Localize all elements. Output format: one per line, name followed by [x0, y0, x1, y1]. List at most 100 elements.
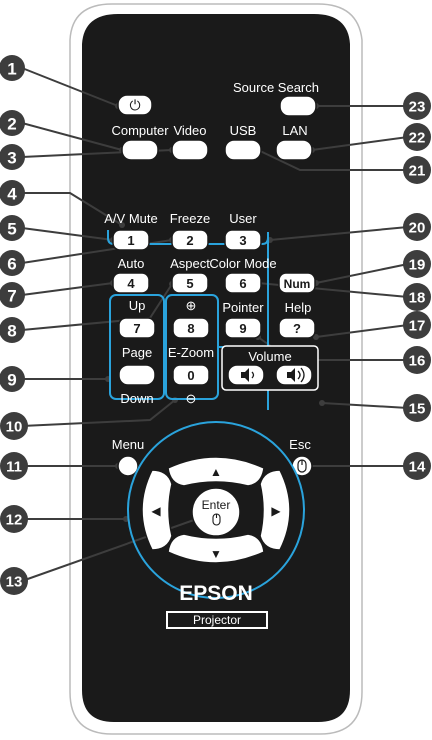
- callout-23: 23: [403, 92, 431, 120]
- volume-down-button[interactable]: [228, 365, 264, 385]
- callout-7-number: 7: [7, 287, 16, 306]
- arrow-left-button[interactable]: ◀: [142, 470, 172, 550]
- freeze-label: Freeze: [170, 211, 210, 226]
- callout-15-number: 15: [409, 401, 426, 418]
- callout-4: 4: [0, 180, 25, 206]
- key-2-label: 2: [186, 233, 193, 248]
- callout-17-number: 17: [409, 318, 426, 335]
- callout-1: 1: [0, 55, 25, 81]
- callout-2-number: 2: [7, 115, 16, 134]
- callout-7: 7: [0, 282, 25, 308]
- esc-label: Esc: [289, 437, 311, 452]
- callout-1-number: 1: [7, 60, 16, 79]
- callout-12-number: 12: [6, 512, 23, 529]
- arrow-right-button[interactable]: ▶: [260, 470, 290, 550]
- enter-label: Enter: [202, 498, 231, 512]
- lan-button[interactable]: [276, 140, 312, 160]
- callout-4-number: 4: [7, 185, 17, 204]
- callout-8-number: 8: [7, 322, 16, 341]
- key-6-button[interactable]: 6: [225, 273, 261, 293]
- arrow-left-icon: ◀: [151, 504, 161, 518]
- zoom-out-icon: ⊖: [186, 391, 197, 406]
- callout-12: 12: [0, 505, 28, 533]
- key-7-label: 7: [133, 321, 140, 336]
- callout-19-number: 19: [409, 257, 426, 274]
- pointer-label: Pointer: [222, 300, 264, 315]
- key-9-label: 9: [239, 321, 246, 336]
- callout-5: 5: [0, 215, 25, 241]
- callout-14: 14: [403, 452, 431, 480]
- callout-21-number: 21: [409, 163, 426, 180]
- key-7-button[interactable]: 7: [119, 318, 155, 338]
- callout-9: 9: [0, 366, 25, 392]
- source-search-label: Source Search: [233, 80, 319, 95]
- video-label: Video: [173, 123, 206, 138]
- arrow-down-icon: ▼: [210, 547, 222, 561]
- key-3-label: 3: [239, 233, 246, 248]
- menu-button[interactable]: [118, 456, 138, 476]
- power-icon: ⏻: [129, 97, 140, 113]
- help-key-label: ?: [293, 321, 301, 336]
- help-button[interactable]: ?: [279, 318, 315, 338]
- callout-11-number: 11: [6, 459, 22, 476]
- callout-18: 18: [403, 283, 431, 311]
- source-search-button[interactable]: [280, 96, 316, 116]
- callout-14-number: 14: [409, 459, 426, 476]
- callout-23-number: 23: [409, 99, 426, 116]
- key-9-button[interactable]: 9: [225, 318, 261, 338]
- key-1-label: 1: [127, 233, 134, 248]
- callout-5-number: 5: [7, 220, 16, 239]
- callout-15: 15: [403, 394, 431, 422]
- callout-3-number: 3: [7, 149, 16, 168]
- key-4-button[interactable]: 4: [113, 273, 149, 293]
- key-5-button[interactable]: 5: [172, 273, 208, 293]
- video-button[interactable]: [172, 140, 208, 160]
- callout-21: 21: [403, 156, 431, 184]
- enter-button[interactable]: Enter: [192, 488, 240, 536]
- zoom-in-icon: ⊕: [186, 298, 197, 313]
- callout-10: 10: [0, 412, 28, 440]
- key-8-label: 8: [187, 321, 194, 336]
- key-8-button[interactable]: 8: [173, 318, 209, 338]
- callout-17: 17: [403, 311, 431, 339]
- key-1-button[interactable]: 1: [113, 230, 149, 250]
- key-3-button[interactable]: 3: [225, 230, 261, 250]
- color-mode-label: Color Mode: [209, 256, 276, 271]
- callout-13-number: 13: [6, 574, 23, 591]
- volume-label: Volume: [248, 349, 291, 364]
- callout-10-number: 10: [6, 419, 23, 436]
- volume-up-button[interactable]: [276, 365, 312, 385]
- user-label: User: [229, 211, 257, 226]
- callout-6-number: 6: [7, 255, 16, 274]
- num-button[interactable]: Num: [279, 273, 315, 293]
- computer-label: Computer: [111, 123, 169, 138]
- computer-button[interactable]: [122, 140, 158, 160]
- power-button[interactable]: ⏻: [118, 95, 152, 115]
- usb-button[interactable]: [225, 140, 261, 160]
- callout-6: 6: [0, 250, 25, 276]
- lan-label: LAN: [282, 123, 307, 138]
- callout-20-number: 20: [409, 220, 426, 237]
- page-down-button[interactable]: [119, 365, 155, 385]
- num-label: Num: [284, 277, 311, 291]
- menu-label: Menu: [112, 437, 145, 452]
- key-4-label: 4: [127, 276, 135, 291]
- callout-19: 19: [403, 250, 431, 278]
- key-5-label: 5: [186, 276, 193, 291]
- arrow-right-icon: ▶: [271, 504, 281, 518]
- down-label: Down: [120, 391, 153, 406]
- up-label: Up: [129, 298, 146, 313]
- key-2-button[interactable]: 2: [172, 230, 208, 250]
- callout-8: 8: [0, 317, 25, 343]
- callout-13: 13: [0, 567, 28, 595]
- callout-22: 22: [403, 123, 431, 151]
- key-6-label: 6: [239, 276, 246, 291]
- key-0-label: 0: [187, 368, 194, 383]
- key-0-button[interactable]: 0: [173, 365, 209, 385]
- auto-label: Auto: [118, 256, 145, 271]
- help-label: Help: [285, 300, 312, 315]
- callout-2: 2: [0, 110, 25, 136]
- projector-badge-label: Projector: [193, 613, 241, 627]
- callout-16-number: 16: [409, 353, 426, 370]
